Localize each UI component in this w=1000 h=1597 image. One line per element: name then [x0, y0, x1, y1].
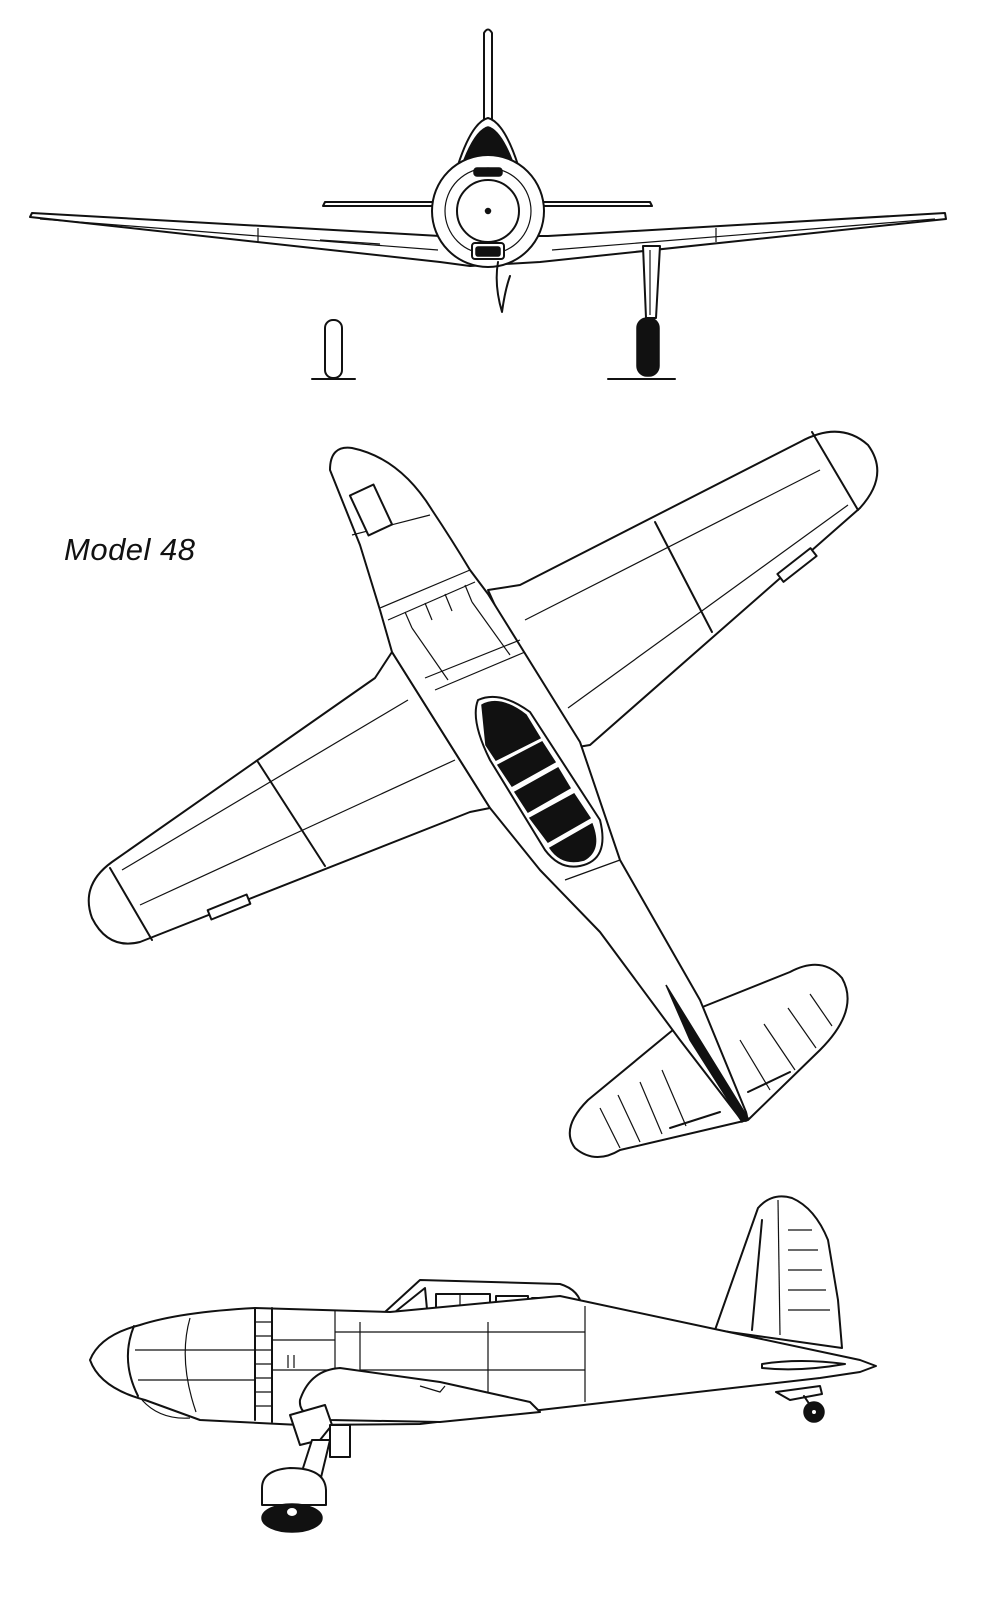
- front-view: [29, 28, 947, 380]
- front-right-gear: [607, 245, 676, 380]
- plan-view: [87, 430, 879, 1158]
- front-left-gear: [324, 319, 343, 379]
- side-main-gear: [261, 1404, 351, 1533]
- plan-fin: [665, 984, 750, 1124]
- plan-canopy: [474, 696, 604, 868]
- side-tail-wheel: [775, 1385, 825, 1423]
- model-caption: Model 48: [64, 532, 196, 567]
- plan-right-wing: [487, 430, 879, 751]
- front-fin: [483, 28, 493, 121]
- side-view: [89, 1195, 877, 1533]
- plan-left-wing: [87, 651, 491, 945]
